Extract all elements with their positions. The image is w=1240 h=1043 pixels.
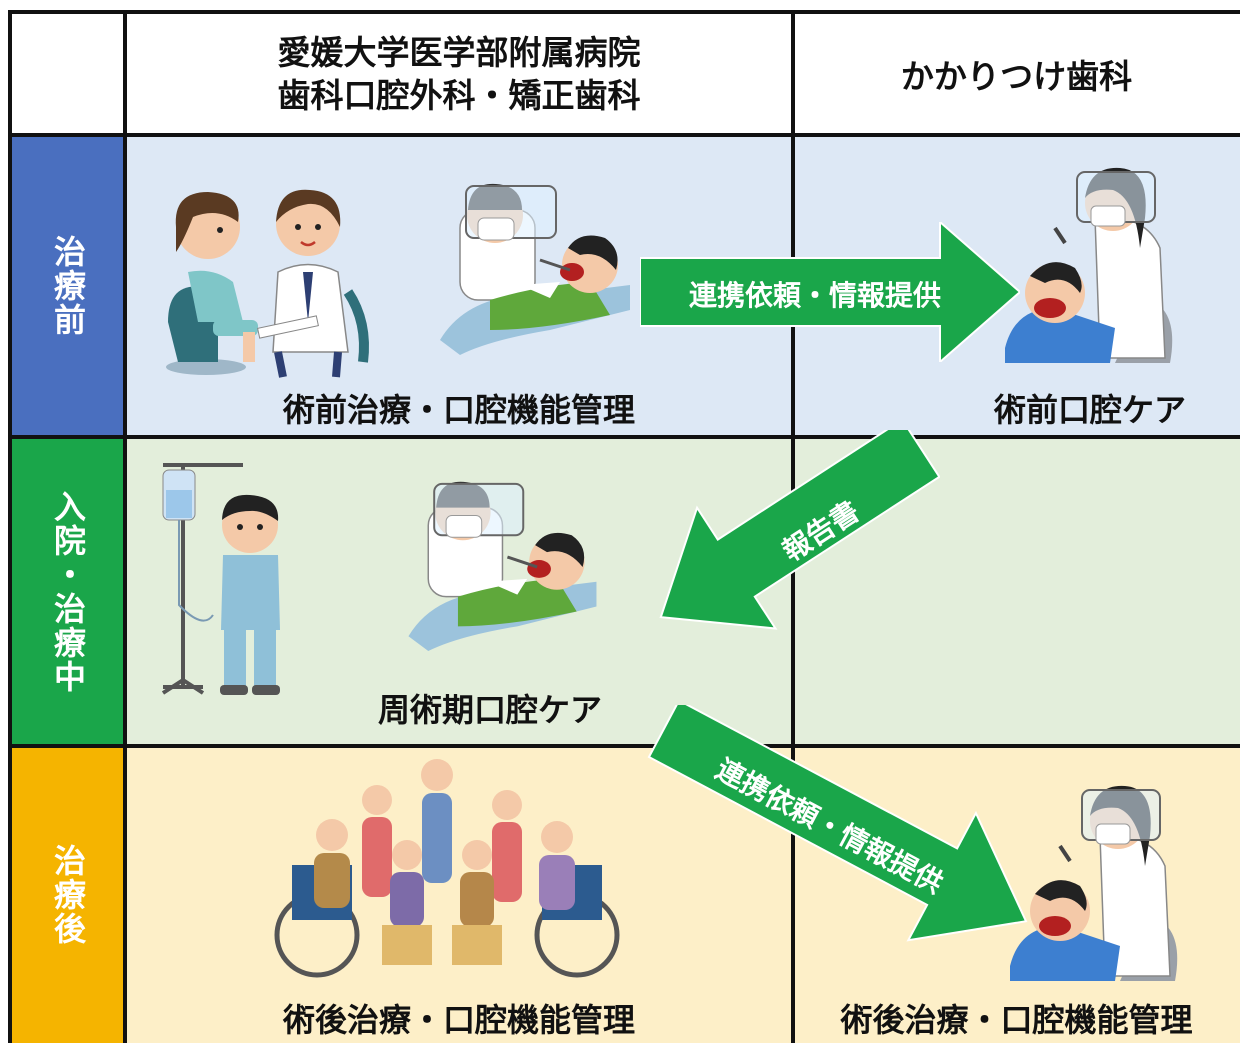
row-label-during: 入院・治療中 bbox=[10, 437, 125, 746]
arrow-referral-post: 連携依頼・情報提供 bbox=[640, 705, 1050, 945]
header-hospital-line2: 歯科口腔外科・矯正歯科 bbox=[277, 75, 641, 115]
arrow-referral-pre-label: 連携依頼・情報提供 bbox=[688, 279, 941, 312]
header-blank-cell bbox=[10, 12, 125, 135]
hygienist-care-illustration-1 bbox=[1005, 167, 1173, 363]
caption-post-clinic: 術後治療・口腔機能管理 bbox=[840, 1001, 1193, 1039]
header-hospital: 愛媛大学医学部附属病院 歯科口腔外科・矯正歯科 bbox=[125, 12, 793, 135]
caption-post-hospital: 術後治療・口腔機能管理 bbox=[282, 1001, 635, 1039]
caption-during-hospital: 周術期口腔ケア bbox=[377, 691, 602, 729]
dentist-treatment-illustration-2 bbox=[408, 481, 597, 652]
grid-line-left bbox=[8, 10, 12, 1043]
grid-line-col1 bbox=[123, 10, 127, 1043]
hygienist-care-illustration-2 bbox=[1010, 785, 1178, 981]
row-label-pre: 治療前 bbox=[10, 135, 125, 437]
header-hospital-line1: 愛媛大学医学部附属病院 bbox=[277, 32, 641, 72]
arrow-referral-pre: 連携依頼・情報提供 bbox=[640, 222, 1020, 362]
row-label-post: 治療後 bbox=[10, 746, 125, 1043]
doctor-consultation-illustration bbox=[166, 189, 369, 378]
grid-line-row2 bbox=[10, 435, 1240, 439]
dentist-treatment-illustration-1 bbox=[440, 183, 630, 355]
iv-patient-illustration bbox=[161, 463, 280, 695]
caption-pre-clinic: 術前口腔ケア bbox=[993, 391, 1186, 429]
header-clinic: かかりつけ歯科 bbox=[900, 56, 1133, 96]
grid-line-top bbox=[10, 10, 1240, 14]
arrow-report: 報告書 bbox=[650, 430, 940, 630]
elderly-group-illustration bbox=[274, 759, 620, 978]
grid-line-row3 bbox=[10, 744, 1240, 748]
cell-post-hospital bbox=[125, 746, 793, 1043]
caption-pre-hospital: 術前治療・口腔機能管理 bbox=[282, 391, 635, 429]
grid-line-row1 bbox=[10, 133, 1240, 137]
